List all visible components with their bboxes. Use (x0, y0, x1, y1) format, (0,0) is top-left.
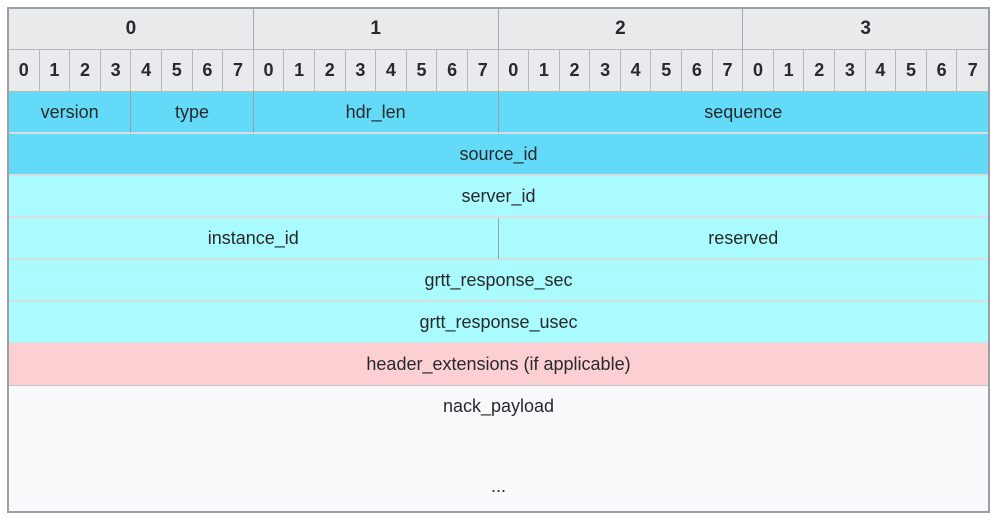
bit-col-header: 2 (804, 50, 836, 92)
bit-col-header: 2 (559, 50, 591, 92)
field-instance-id: instance_id (9, 218, 499, 260)
bit-col-header: 1 (284, 50, 315, 92)
bit-col-header: 1 (529, 50, 560, 92)
bit-col-header: 3 (100, 50, 132, 92)
bit-col-header: 5 (161, 50, 193, 92)
bit-col-header: 6 (437, 50, 468, 92)
bit-col-header: 6 (926, 50, 958, 92)
bit-col-header: 4 (131, 50, 162, 92)
field-reserved: reserved (498, 218, 988, 260)
field-server-id: server_id (9, 176, 988, 218)
field-nack-payload: nack_payload ... (9, 386, 988, 511)
bit-col-header: 5 (406, 50, 438, 92)
byte-col-header-2: 2 (498, 9, 744, 50)
bit-col-header: 0 (253, 50, 285, 92)
bit-col-header: 0 (9, 50, 40, 92)
bit-col-header: 3 (590, 50, 621, 92)
bit-col-header: 4 (865, 50, 897, 92)
field-header-extensions: header_extensions (if applicable) (9, 344, 988, 386)
bit-col-header: 4 (376, 50, 407, 92)
bit-col-header: 3 (345, 50, 377, 92)
bit-col-header: 2 (314, 50, 346, 92)
bit-col-header: 7 (223, 50, 254, 92)
field-grtt-response-sec: grtt_response_sec (9, 260, 988, 302)
bit-col-header: 5 (896, 50, 927, 92)
nack-payload-label: nack_payload (442, 396, 555, 416)
byte-col-header-0: 0 (9, 9, 254, 50)
packet-header-diagram: 0 1 2 3 0 1 2 3 4 5 6 7 0 1 2 3 4 5 6 7 … (7, 7, 990, 513)
bit-col-header: 1 (39, 50, 71, 92)
byte-col-header-1: 1 (253, 9, 499, 50)
field-version: version (9, 92, 132, 134)
bit-col-header: 6 (682, 50, 713, 92)
bit-col-header: 2 (70, 50, 101, 92)
bit-col-header: 7 (957, 50, 988, 92)
nack-payload-ellipsis: ... (490, 476, 506, 496)
bit-col-header: 4 (620, 50, 652, 92)
field-hdr-len: hdr_len (253, 92, 499, 134)
bit-col-header: 3 (835, 50, 866, 92)
bit-col-header: 0 (743, 50, 774, 92)
bit-col-header: 6 (192, 50, 224, 92)
field-type: type (131, 92, 254, 134)
bit-col-header: 5 (651, 50, 683, 92)
field-sequence: sequence (498, 92, 988, 134)
bit-col-header: 7 (712, 50, 744, 92)
bit-col-header: 0 (498, 50, 530, 92)
field-grtt-response-usec: grtt_response_usec (9, 302, 988, 344)
byte-col-header-3: 3 (743, 9, 988, 50)
bit-col-header: 1 (773, 50, 805, 92)
field-source-id: source_id (9, 134, 988, 176)
bit-col-header: 7 (467, 50, 499, 92)
